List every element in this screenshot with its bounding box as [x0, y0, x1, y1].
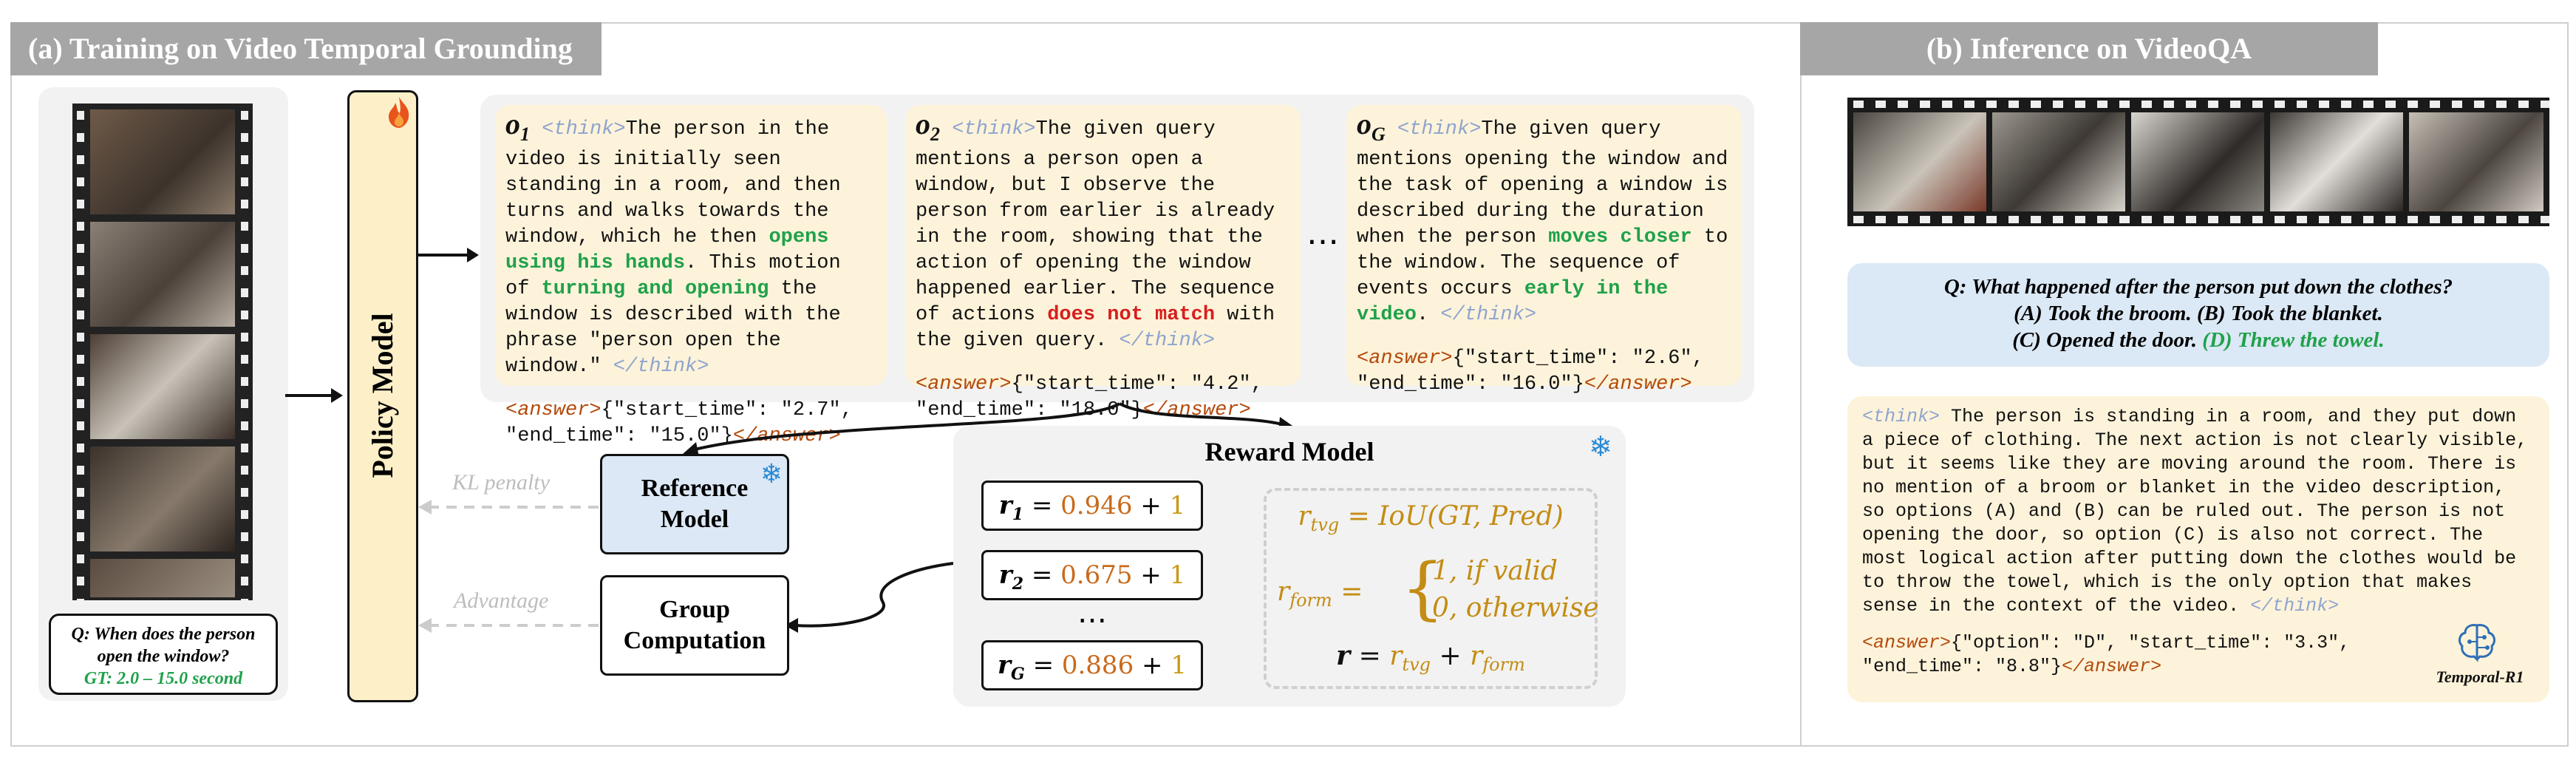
- answer-open-tag: <answer>: [1862, 632, 1952, 654]
- reasoning-text: The given query mentions opening the win…: [1357, 118, 1728, 248]
- reasoning-text: the window is described with the phrase …: [505, 278, 841, 378]
- video-frame: [90, 109, 235, 214]
- reward-value-box: r1 = 0.946 + 1: [981, 481, 1203, 531]
- think-open-tag: <think>: [1862, 406, 1940, 427]
- highlight-text: opens using his hands: [505, 226, 829, 274]
- question-line: Q: What happened after the person put do…: [1943, 275, 2453, 299]
- answer-open-tag: <answer>: [505, 399, 602, 421]
- logo-label: Temporal-R1: [2436, 668, 2524, 686]
- advantage-label: Advantage: [454, 588, 549, 613]
- reasoning-text: . This motion of: [505, 252, 841, 300]
- inference-answer-card: <think> The person is standing in a room…: [1847, 396, 2549, 702]
- answer-block: <answer>{"start_time": "2.7", "end_time"…: [505, 398, 876, 449]
- think-close-tag: </think>: [613, 356, 709, 378]
- answer-block: <answer>{"option": "D", "start_time": "3…: [1862, 631, 2365, 679]
- think-close-tag: </think>: [2250, 595, 2340, 617]
- video-frame: [90, 222, 235, 327]
- video-frame: [2270, 112, 2403, 211]
- reasoning-block: <think> The person is standing in a room…: [1862, 405, 2535, 618]
- highlight-text: moves closer: [1548, 226, 1692, 248]
- video-frame: [2131, 112, 2264, 211]
- think-open-tag: <think>: [542, 118, 626, 140]
- answer-close-tag: </answer>: [2062, 656, 2162, 677]
- film-strip: [72, 103, 253, 600]
- output-body: o1 <think>The person in the video is ini…: [505, 109, 876, 380]
- think-open-tag: <think>: [952, 118, 1036, 140]
- answer-json: {"start_time": "2.7", "end_time": "15.0"…: [505, 399, 853, 447]
- snowflake-icon: ❄: [1589, 430, 1612, 463]
- answer-block: <answer>{"start_time": "2.6", "end_time"…: [1357, 346, 1731, 398]
- group-computation-label: Group Computation: [623, 596, 766, 654]
- film-holes-bottom: [1847, 216, 2549, 223]
- kl-penalty-label: KL penalty: [452, 470, 550, 495]
- fire-icon: [389, 97, 409, 128]
- ground-truth-text: GT: 2.0 – 15.0 second: [84, 669, 243, 688]
- highlight-text: turning and opening: [541, 278, 769, 300]
- arrow-video-to-policy: [285, 388, 343, 403]
- answer-json: {"option": "D", "start_time": "3.3", "en…: [1862, 632, 2351, 677]
- answer-block: <answer>{"start_time": "4.2", "end_time"…: [916, 372, 1290, 424]
- reasoning-text: .: [1417, 304, 1441, 326]
- reward-value-box: rG = 0.886 + 1: [981, 640, 1203, 690]
- output-card: o1 <think>The person in the video is ini…: [495, 105, 887, 447]
- policy-model: Policy Model: [347, 90, 418, 702]
- reward-dots: …: [1077, 596, 1107, 630]
- answer-close-tag: </answer>: [1584, 373, 1692, 396]
- options-line: (C) Opened the door. (D) Threw the towel…: [2012, 328, 2385, 352]
- form-formula: rform = { 1, if valid 0, otherwise: [1277, 549, 1599, 628]
- output-body: oG <think>The given query mentions openi…: [1357, 109, 1731, 328]
- video-frame: [90, 447, 235, 551]
- answer-open-tag: <answer>: [916, 373, 1012, 396]
- film-holes-right: [241, 103, 248, 600]
- panel-b-header: (b) Inference on VideoQA: [1800, 22, 2378, 75]
- video-frame: [2409, 112, 2543, 211]
- reward-model-title: Reward Model: [1204, 437, 1374, 466]
- reasoning-text: The given query mentions a person open a…: [916, 118, 1275, 326]
- output-card: oG <think>The given query mentions openi…: [1346, 105, 1742, 396]
- output-card: o2 <think>The given query mentions a per…: [905, 105, 1301, 421]
- think-close-tag: </think>: [1119, 330, 1216, 352]
- highlight-text: early in the video: [1357, 278, 1669, 326]
- output-label: o1: [505, 107, 530, 146]
- inference-film-strip: [1847, 98, 2549, 226]
- video-frame: [90, 559, 235, 597]
- reasoning-text: The person is standing in a room, and th…: [1862, 406, 2528, 617]
- snowflake-icon: ❄: [760, 459, 783, 489]
- group-computation: Group Computation: [600, 575, 789, 676]
- reasoning-text: to the window. The sequence of events oc…: [1357, 226, 1728, 300]
- answer-json: {"start_time": "4.2", "end_time": "18.0"…: [916, 373, 1263, 421]
- brain-logo-icon: [2459, 624, 2495, 662]
- arrow-policy-to-outputs: [418, 248, 479, 262]
- total-formula: r = rtvg + rform: [1336, 640, 1525, 676]
- video-frame: [1853, 112, 1986, 211]
- output-label: oG: [1357, 107, 1386, 146]
- film-holes-top: [1847, 101, 2549, 108]
- mismatch-text: does not match: [1047, 304, 1216, 326]
- think-open-tag: <think>: [1397, 118, 1482, 140]
- tvg-formula: rtvg = IoU(GT, Pred): [1298, 501, 1564, 536]
- video-frame: [90, 334, 235, 439]
- output-label: o2: [916, 107, 940, 146]
- video-frame: [1992, 112, 2125, 211]
- options-line: (A) Took the broom. (B) Took the blanket…: [2014, 302, 2383, 325]
- reference-model: Reference Model ❄: [600, 454, 789, 554]
- output-body: o2 <think>The given query mentions a per…: [916, 109, 1290, 354]
- question-box: Q: When does the person open the window?…: [49, 614, 278, 695]
- outputs-ellipsis: …: [1306, 214, 1339, 252]
- question-text: Q: When does the person open the window?: [71, 625, 256, 666]
- reasoning-text: with the given query.: [916, 304, 1275, 352]
- reference-model-label: Reference Model: [641, 475, 749, 533]
- reward-value-box: r2 = 0.675 + 1: [981, 550, 1203, 600]
- answer-json: {"start_time": "2.6", "end_time": "16.0"…: [1357, 347, 1704, 396]
- reward-model: Reward Model ❄ r1 = 0.946 + 1 r2 = 0.675…: [953, 426, 1626, 707]
- answer-open-tag: <answer>: [1357, 347, 1453, 370]
- reasoning-text: The person in the video is initially see…: [505, 118, 841, 248]
- videoqa-question-box: Q: What happened after the person put do…: [1847, 263, 2549, 367]
- think-close-tag: </think>: [1440, 304, 1537, 326]
- reward-formula-box: rtvg = IoU(GT, Pred) rform = { 1, if val…: [1264, 488, 1599, 689]
- panel-a-header: (a) Training on Video Temporal Grounding: [10, 22, 602, 75]
- film-holes-left: [77, 103, 84, 600]
